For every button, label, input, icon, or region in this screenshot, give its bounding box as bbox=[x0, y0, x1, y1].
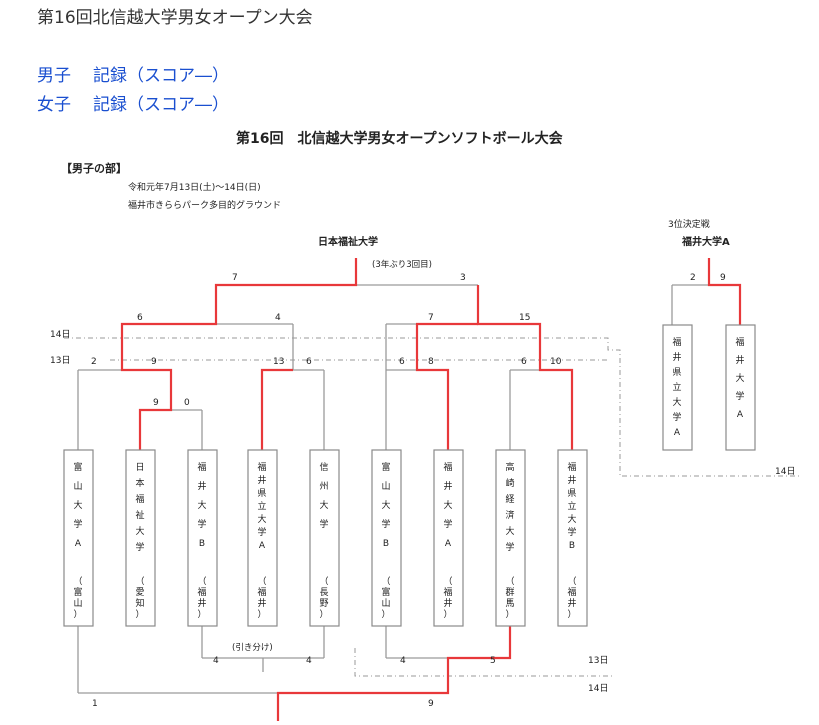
score-third-left: 2 bbox=[690, 273, 696, 283]
day14-label-third: 14日 bbox=[775, 466, 795, 477]
score-final-right: 3 bbox=[460, 273, 466, 283]
women-label[interactable]: 女子 bbox=[37, 95, 71, 115]
team-region: （富山） bbox=[73, 576, 82, 620]
third-place-winner: 福井大学A bbox=[681, 235, 730, 248]
team-box-nihon-fukushi[interactable] bbox=[125, 449, 156, 627]
bracket-title: 第16回 北信越大学男女オープンソフトボール大会 bbox=[236, 130, 564, 147]
day14-label: 14日 bbox=[50, 329, 70, 340]
tie-note: (引き分け) bbox=[232, 643, 273, 653]
women-record-label[interactable]: 記録（スコア―） bbox=[93, 95, 229, 115]
date-text: 令和元年7月13日(土)～14日(日) bbox=[128, 181, 261, 193]
men-label[interactable]: 男子 bbox=[37, 66, 71, 86]
day13-label-bottom: 13日 bbox=[588, 655, 608, 666]
score-qf1-right: 9 bbox=[151, 357, 157, 367]
team-box-fukui-a[interactable] bbox=[433, 449, 464, 627]
women-record-link[interactable]: 女子 記録（スコア―） bbox=[37, 90, 229, 115]
score-qf2-left: 13 bbox=[273, 357, 284, 367]
score-cons3-right: 9 bbox=[428, 699, 434, 709]
team-region: （愛知） bbox=[135, 576, 144, 620]
score-cons1-left: 4 bbox=[213, 656, 219, 666]
team-box-toyama-a[interactable] bbox=[63, 449, 94, 627]
bracket-red-lines bbox=[120, 258, 742, 721]
team-region: （長野） bbox=[319, 576, 328, 620]
third-place-label: 3位決定戦 bbox=[668, 218, 710, 230]
score-qf1-left: 2 bbox=[91, 357, 97, 367]
score-cons1-right: 4 bbox=[306, 656, 312, 666]
team-name: 信州大学 bbox=[319, 461, 328, 530]
team-box-fukui-kenritsu-a[interactable] bbox=[247, 449, 278, 627]
page-title: 第16回北信越大学男女オープン大会 bbox=[37, 8, 313, 28]
team-region: （福井） bbox=[257, 576, 266, 620]
team-region: （福井） bbox=[567, 576, 576, 620]
team-name: 高崎経済大学 bbox=[505, 461, 514, 553]
score-semi2-right: 15 bbox=[519, 313, 530, 323]
score-semi1-right: 4 bbox=[275, 313, 281, 323]
team-box-fukui-b[interactable] bbox=[187, 449, 218, 627]
third-box-fukui-a[interactable] bbox=[725, 324, 756, 451]
third-box-fukui-kenritsu-a[interactable] bbox=[662, 324, 693, 451]
score-third-right: 9 bbox=[720, 273, 726, 283]
score-semi2-left: 7 bbox=[428, 313, 434, 323]
score-qf4-right: 10 bbox=[550, 357, 562, 367]
day-divider-lines bbox=[64, 337, 800, 677]
team-region: （福井） bbox=[197, 576, 206, 620]
champion-name: 日本福祉大学 bbox=[318, 235, 378, 248]
champion-note: (3年ぶり3回目) bbox=[372, 259, 432, 270]
team-region: （福井） bbox=[443, 576, 452, 620]
score-qf3-left: 6 bbox=[399, 357, 405, 367]
score-cons2-right: 5 bbox=[490, 656, 496, 666]
day14-label-bottom: 14日 bbox=[588, 683, 608, 694]
bracket-figure: 第16回 北信越大学男女オープンソフトボール大会 【男子の部】 令和元年7月13… bbox=[0, 118, 819, 721]
score-cons3-left: 1 bbox=[92, 699, 98, 709]
team-box-shinshu[interactable] bbox=[309, 449, 340, 627]
score-cons2-left: 4 bbox=[400, 656, 406, 666]
team-box-fukui-kenritsu-b[interactable] bbox=[557, 449, 588, 627]
score-qf4-left: 6 bbox=[521, 357, 527, 367]
men-record-link[interactable]: 男子 記録（スコア―） bbox=[37, 61, 229, 86]
venue-text: 福井市きららパーク多目的グラウンド bbox=[128, 199, 281, 211]
team-name: 日本福祉大学 bbox=[135, 462, 144, 553]
bracket-black-lines bbox=[77, 284, 709, 694]
day13-label: 13日 bbox=[50, 355, 70, 366]
team-boxes bbox=[63, 324, 756, 627]
team-region: （富山） bbox=[381, 576, 390, 620]
scores: 7 3 6 4 7 15 2 9 9 0 13 6 6 8 6 10 2 9 4… bbox=[91, 273, 726, 709]
score-qf3-right: 8 bbox=[428, 357, 434, 367]
team-region: （群馬） bbox=[505, 576, 514, 620]
score-final-left: 7 bbox=[232, 273, 238, 283]
score-pre-right: 0 bbox=[184, 398, 190, 408]
division-label: 【男子の部】 bbox=[61, 161, 127, 175]
men-record-label[interactable]: 記録（スコア―） bbox=[93, 66, 229, 86]
bracket-svg: 第16回 北信越大学男女オープンソフトボール大会 【男子の部】 令和元年7月13… bbox=[50, 130, 800, 721]
team-box-takasaki-keizai[interactable] bbox=[495, 449, 526, 627]
score-semi1-left: 6 bbox=[137, 313, 143, 323]
team-box-toyama-b[interactable] bbox=[371, 449, 402, 627]
score-qf2-right: 6 bbox=[306, 357, 312, 367]
score-pre-left: 9 bbox=[153, 398, 159, 408]
